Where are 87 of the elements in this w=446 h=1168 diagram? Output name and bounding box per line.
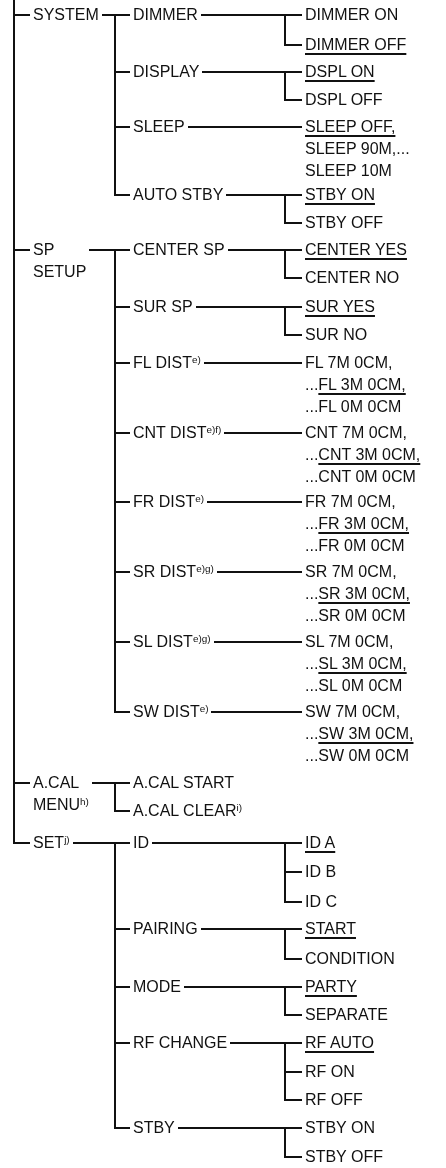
menu-item: A.CAL START: [133, 773, 235, 793]
setting-value: ...SL 3M 0CM,: [305, 654, 407, 674]
setting-value: DIMMER ON: [305, 5, 399, 25]
tree-connector: [225, 194, 303, 224]
menu-item: SUR SP: [133, 297, 193, 317]
setting-value: SUR YES: [305, 297, 375, 317]
setting-value: ...SW 3M 0CM,: [305, 724, 414, 744]
setting-value: ...SL 0M 0CM: [305, 676, 404, 696]
tree-connector: [88, 249, 131, 713]
setting-value: CONDITION: [305, 949, 395, 969]
tree-connector: [72, 842, 131, 1129]
setting-value: SLEEP OFF,: [305, 117, 397, 137]
tree-connector: [203, 362, 303, 364]
menu-item: SLEEP: [133, 117, 185, 137]
setting-value: STBY ON: [305, 1118, 375, 1138]
setting-value: CNT 7M 0CM,: [305, 423, 408, 443]
menu-category: A.CAL MENU$^{h)}$: [33, 773, 89, 815]
menu-item: SR DIST$^{e)g)}$: [133, 561, 214, 582]
setting-value: ...SR 3M 0CM,: [305, 584, 410, 604]
tree-connector: [195, 306, 303, 336]
tree-connector: [206, 501, 303, 503]
setting-value: ...CNT 3M 0CM,: [305, 445, 421, 465]
menu-item: DIMMER: [133, 5, 198, 25]
setting-value: CENTER NO: [305, 268, 400, 288]
tree-connector: [213, 641, 303, 643]
tree-connector: [210, 711, 303, 713]
tree-connector: [91, 782, 131, 812]
menu-item: RF CHANGE: [133, 1033, 228, 1053]
setting-value: SLEEP 10M: [305, 161, 393, 181]
menu-item: SW DIST$^{e)}$: [133, 701, 209, 722]
setting-value: ...FR 3M 0CM,: [305, 514, 409, 534]
menu-item: AUTO STBY: [133, 185, 224, 205]
menu-item: ID: [133, 833, 149, 853]
menu-category: SP SETUP: [33, 240, 87, 282]
tree-connector: [201, 71, 303, 101]
setting-value: CENTER YES: [305, 240, 407, 260]
setting-value: SUR NO: [305, 325, 368, 345]
setting-value: FL 7M 0CM,: [305, 353, 394, 373]
setting-value: RF AUTO: [305, 1033, 375, 1053]
setting-value: ID A: [305, 833, 336, 853]
setting-value: ...CNT 0M 0CM: [305, 467, 417, 487]
menu-item: CENTER SP: [133, 240, 225, 260]
menu-item: FL DIST$^{e)}$: [133, 352, 201, 373]
setting-value: STBY OFF: [305, 213, 383, 233]
tree-connector: [227, 249, 303, 279]
tree-connector: [200, 14, 303, 46]
setting-value: ID C: [305, 892, 337, 912]
tree-connector: [216, 571, 303, 573]
setting-value: DSPL ON: [305, 62, 375, 82]
setting-value: STBY ON: [305, 185, 375, 205]
setting-value: RF ON: [305, 1062, 355, 1082]
tree-connector: [177, 1127, 303, 1158]
setting-value: ...FR 0M 0CM: [305, 536, 406, 556]
menu-item: A.CAL CLEAR$^{i)}$: [133, 800, 242, 821]
setting-value: ...FL 3M 0CM,: [305, 375, 406, 395]
tree-connector: [101, 14, 131, 196]
menu-category: SET$^{j)}$: [33, 832, 70, 853]
menu-item: MODE: [133, 977, 181, 997]
setting-value: DSPL OFF: [305, 90, 383, 110]
tree-connector: [187, 126, 303, 128]
tree-connector: [200, 928, 303, 960]
setting-value: ID B: [305, 862, 337, 882]
setting-value: START: [305, 919, 356, 939]
setting-value: ...SR 0M 0CM: [305, 606, 407, 626]
setting-value: DIMMER OFF: [305, 35, 407, 55]
setting-value: SEPARATE: [305, 1005, 388, 1025]
menu-item: SL DIST$^{e)g)}$: [133, 631, 211, 652]
menu-category: SYSTEM: [33, 5, 99, 25]
menu-item: PAIRING: [133, 919, 198, 939]
setting-value: SR 7M 0CM,: [305, 562, 398, 582]
menu-item: DISPLAY: [133, 62, 200, 82]
setting-value: ...SW 0M 0CM: [305, 746, 410, 766]
tree-connector: [151, 842, 303, 903]
setting-value: PARTY: [305, 977, 357, 997]
setting-value: SLEEP 90M,...: [305, 139, 410, 159]
setting-value: ...FL 0M 0CM: [305, 397, 403, 417]
setting-value: RF OFF: [305, 1090, 363, 1110]
setting-value: FR 7M 0CM,: [305, 492, 397, 512]
menu-item: CNT DIST$^{e)f)}$: [133, 422, 222, 443]
menu-item: STBY: [133, 1118, 175, 1138]
tree-connector: [223, 432, 303, 434]
tree-connector: [183, 986, 303, 1016]
setting-value: SL 7M 0CM,: [305, 632, 395, 652]
setting-value: SW 7M 0CM,: [305, 702, 402, 722]
tree-connector: [229, 1042, 303, 1101]
setting-value: STBY OFF: [305, 1147, 383, 1167]
menu-item: FR DIST$^{e)}$: [133, 491, 205, 512]
